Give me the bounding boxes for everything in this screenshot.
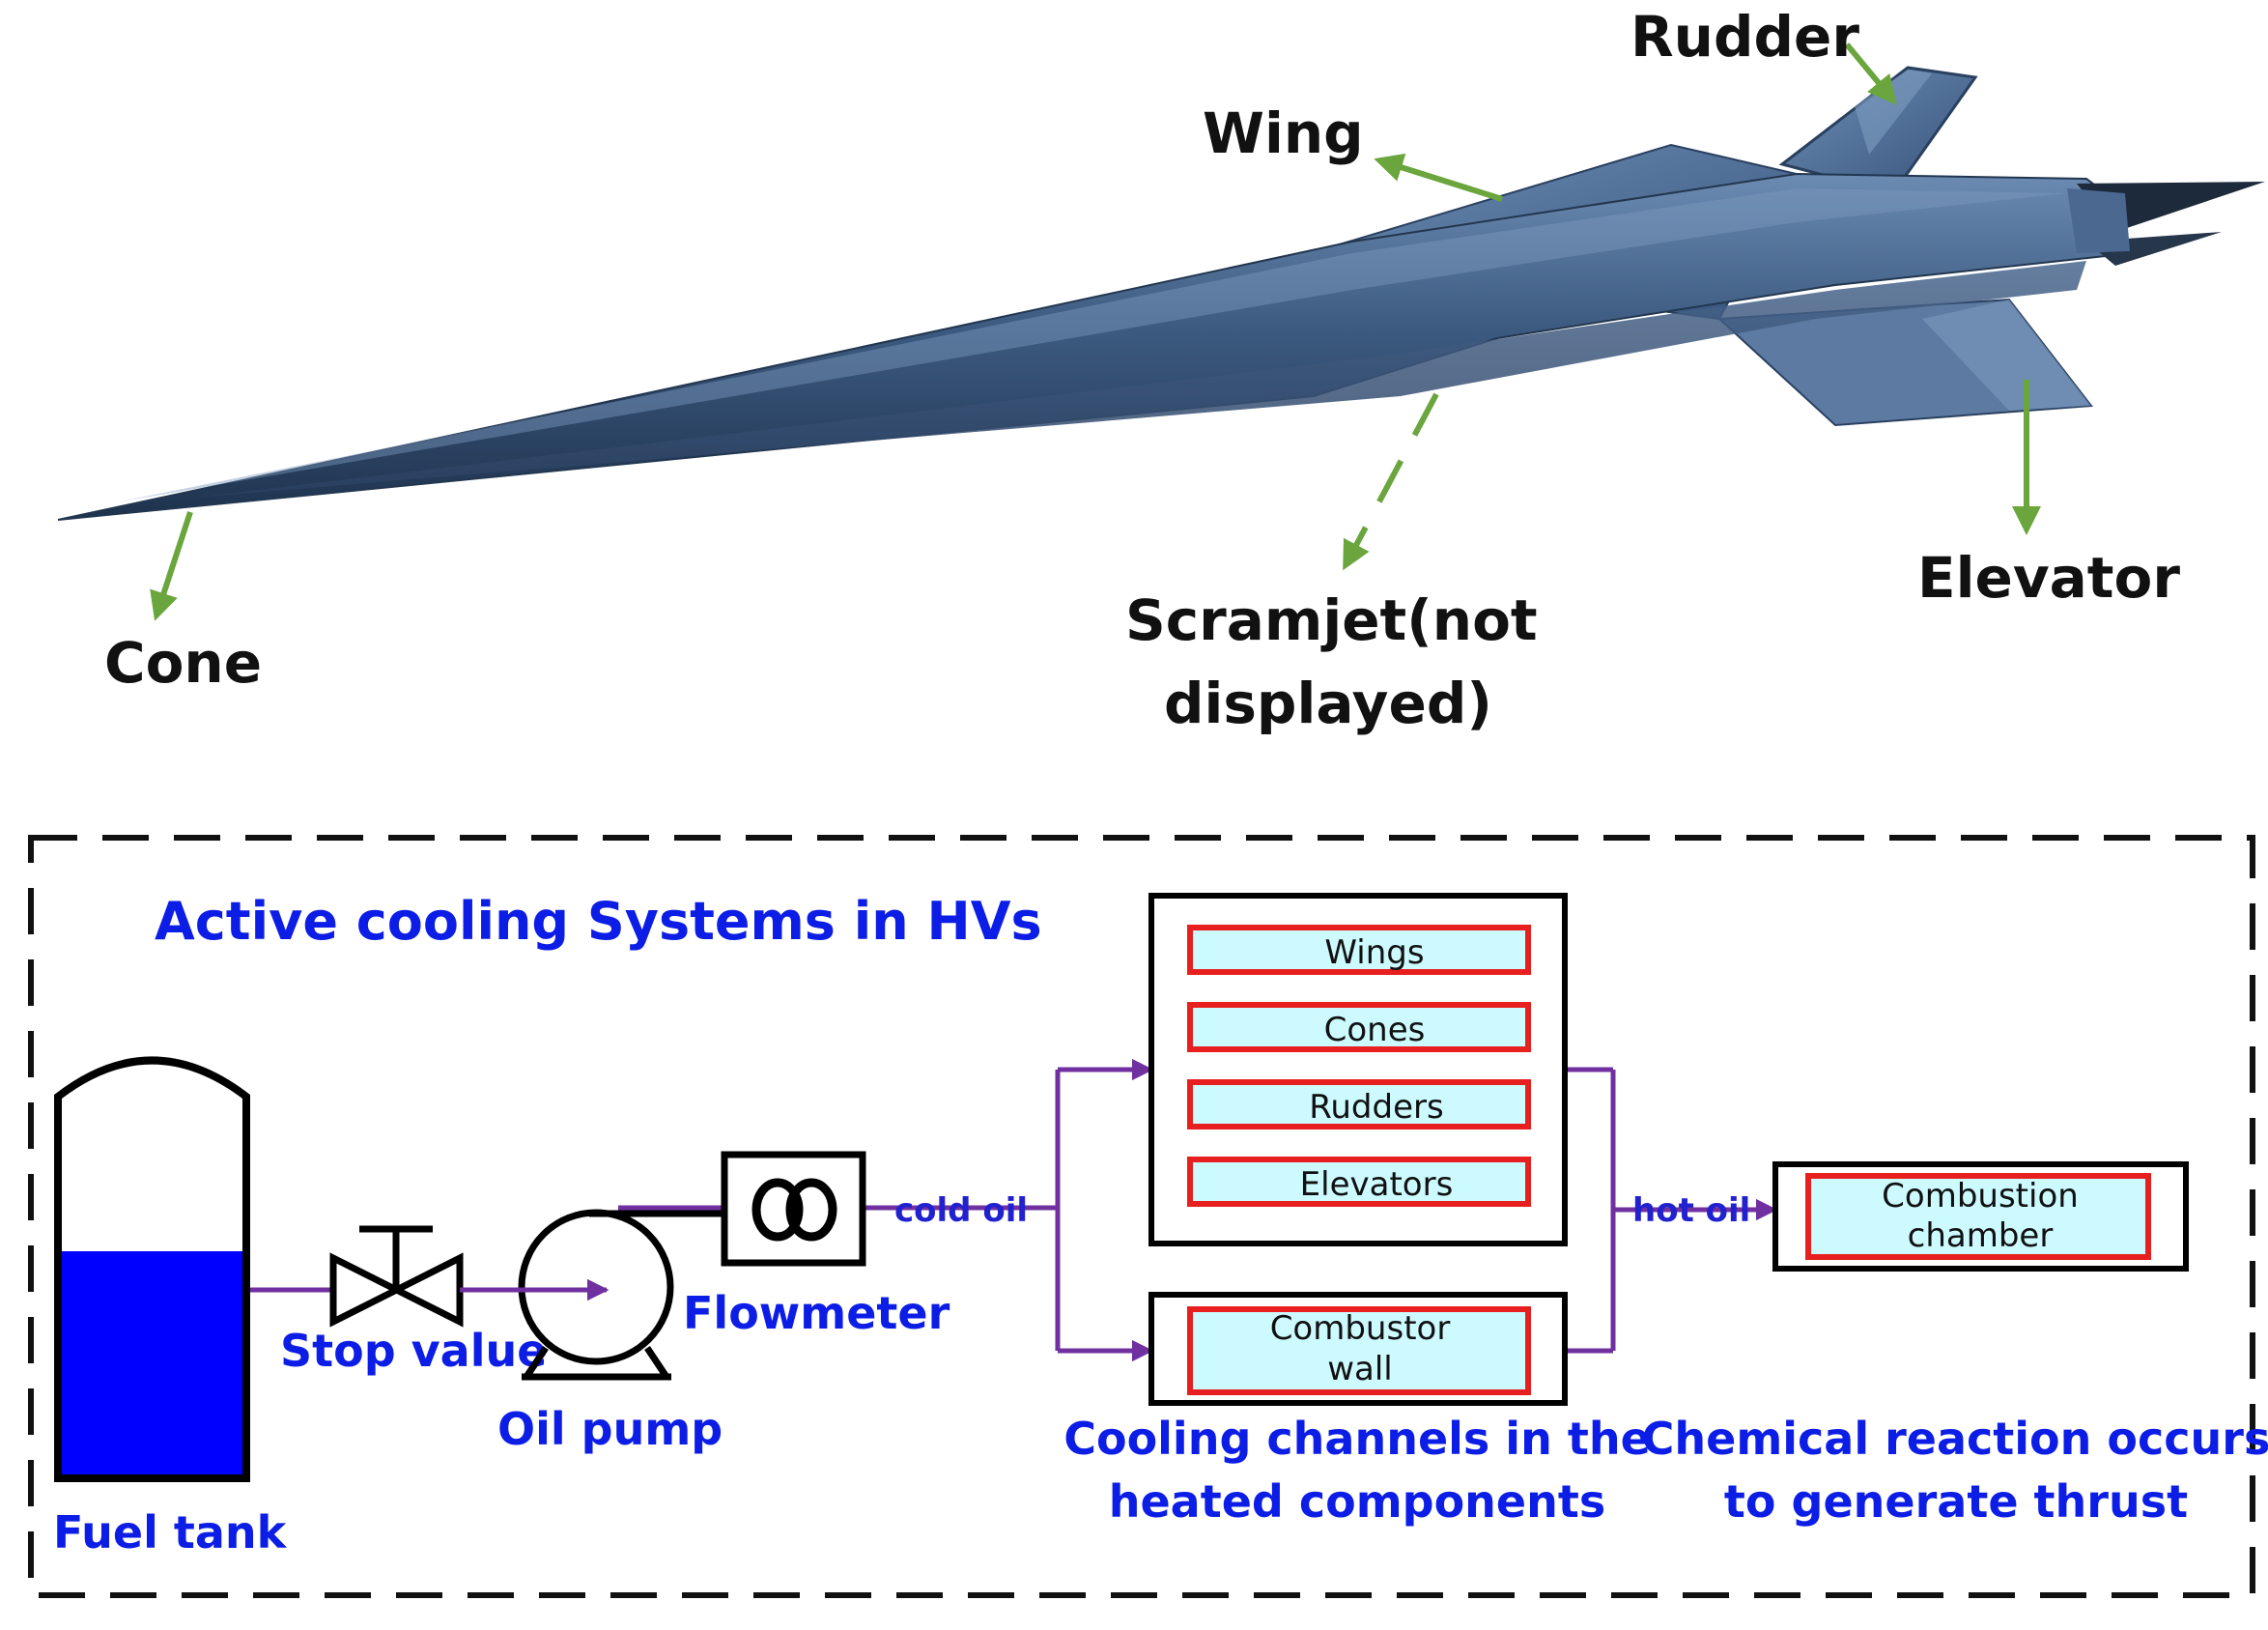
cooling-caption-line1: Cooling channels in the [1063, 1413, 1651, 1465]
oil-pump-label: Oil pump [497, 1403, 723, 1455]
aircraft-illustration [57, 66, 2265, 521]
wing-label: Wing [1203, 100, 1364, 166]
chemical-caption-line1: Chemical reaction occurs [1642, 1413, 2268, 1465]
oil-pump-icon [518, 1209, 724, 1381]
component-cones: Cones [1187, 1002, 1531, 1052]
combustor-wall-line1: Combustor [1270, 1309, 1451, 1348]
flowmeter-icon [721, 1151, 866, 1267]
svg-text:Rudders: Rudders [1309, 1088, 1443, 1127]
stop-valve-label: Stop value [280, 1325, 547, 1377]
svg-text:Elevators: Elevators [1300, 1165, 1454, 1204]
cooling-caption-line2: heated components [1109, 1475, 1606, 1528]
aircraft-arrows [150, 43, 2041, 621]
component-wings: Wings [1187, 925, 1531, 975]
stop-valve-icon [329, 1225, 464, 1328]
combustor-wall-line2: wall [1327, 1350, 1393, 1388]
scramjet-label-line2: displayed) [1164, 671, 1492, 736]
fuel-tank [54, 1056, 250, 1482]
rudder-label: Rudder [1630, 4, 1859, 70]
component-rudders: Rudders [1187, 1079, 1531, 1130]
combustion-line2: chamber [1908, 1216, 2054, 1255]
flowmeter-label: Flowmeter [683, 1287, 950, 1339]
hot-oil-label: hot oil [1632, 1191, 1750, 1230]
rudder-arrow [1844, 43, 1897, 105]
chemical-caption-line2: to generate thrust [1724, 1475, 2188, 1528]
elevator-label: Elevator [1917, 545, 2180, 611]
svg-text:Cones: Cones [1324, 1011, 1426, 1049]
scramjet-label-line1: Scramjet(not [1125, 587, 1538, 653]
system-title: Active cooling Systems in HVs [155, 891, 1042, 952]
cone-arrow [150, 511, 193, 621]
cold-oil-label: cold oil [894, 1191, 1028, 1230]
scramjet-arrow [1343, 392, 1439, 571]
combustion-line1: Combustion [1882, 1177, 2079, 1215]
svg-text:Wings: Wings [1324, 933, 1424, 972]
pipes [249, 1058, 1778, 1362]
component-elevators: Elevators [1187, 1157, 1531, 1207]
system-dashed-frame [28, 835, 2255, 1598]
wing-arrow [1374, 153, 1503, 202]
fuel-tank-label: Fuel tank [53, 1506, 288, 1559]
cone-label: Cone [104, 630, 262, 696]
